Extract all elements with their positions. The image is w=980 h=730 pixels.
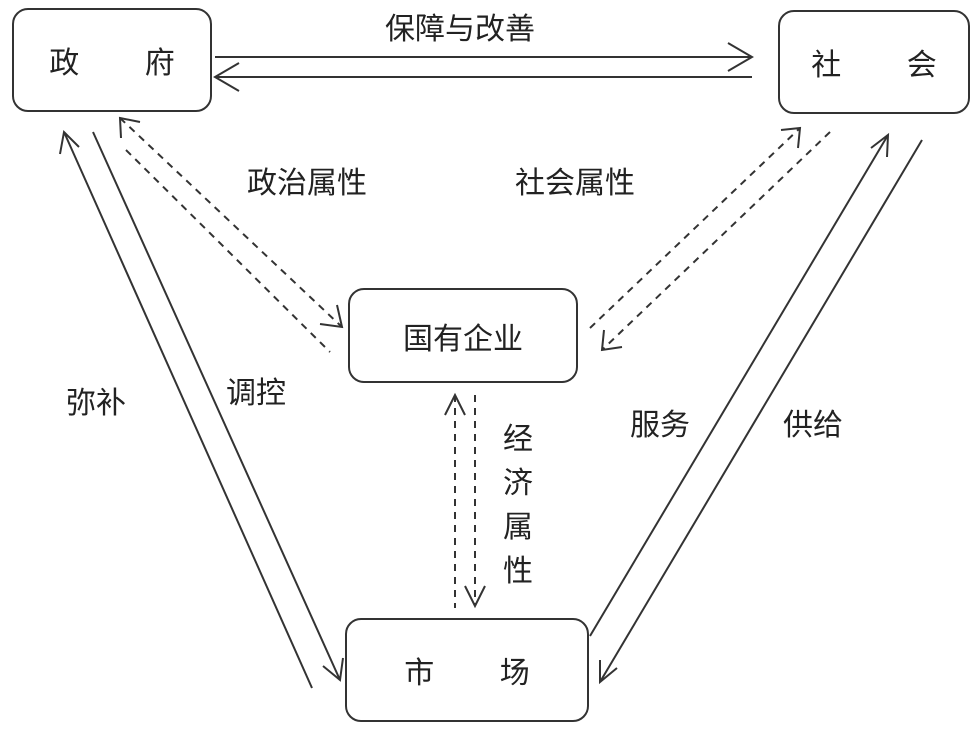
- node-society: 社 会: [778, 10, 970, 114]
- arrowhead-gov-from-market: [59, 129, 80, 155]
- edge-label-market-society-left: 服务: [630, 408, 690, 443]
- arrow-market-to-gov: [63, 131, 313, 689]
- edge-label-market-gov-left: 弥补: [66, 386, 126, 421]
- arrowhead-society-from-soe: [780, 126, 802, 149]
- edge-label-society-market-right: 供给: [783, 408, 843, 443]
- node-government: 政 府: [12, 8, 212, 112]
- arrow-gov-to-market: [92, 131, 341, 681]
- edge-label-gov-market-right: 调控: [226, 376, 286, 411]
- arrowhead-soe-from-gov: [319, 304, 344, 329]
- arrowhead-society-from-market: [870, 132, 890, 158]
- edge-label-gov-society: 保障与改善: [385, 12, 535, 47]
- node-market: 市 场: [345, 618, 589, 722]
- node-soe: 国有企业: [348, 288, 578, 383]
- edge-label-society-soe: 社会属性: [515, 166, 635, 201]
- edge-label-gov-soe: 政治属性: [247, 166, 367, 201]
- arrow-society-to-market: [599, 139, 923, 683]
- arrowhead-society: [727, 42, 754, 72]
- dashed-arrows-society-soe: [589, 127, 831, 351]
- dashed-arrows-gov-soe: [119, 117, 343, 353]
- arrowhead-soe-from-market: [444, 392, 466, 416]
- arrowhead-market-from-gov: [322, 657, 344, 682]
- arrowhead-gov: [213, 62, 240, 92]
- arrowhead-market-from-soe: [464, 585, 486, 609]
- arrow-market-to-society: [589, 134, 889, 637]
- dashed-arrows-soe-market: [454, 395, 476, 608]
- arrowhead-soe-from-society: [600, 329, 623, 352]
- arrowhead-gov-from-soe: [118, 116, 141, 139]
- edge-label-soe-market: 经济属性: [503, 422, 533, 589]
- arrowhead-market-from-society: [599, 660, 618, 685]
